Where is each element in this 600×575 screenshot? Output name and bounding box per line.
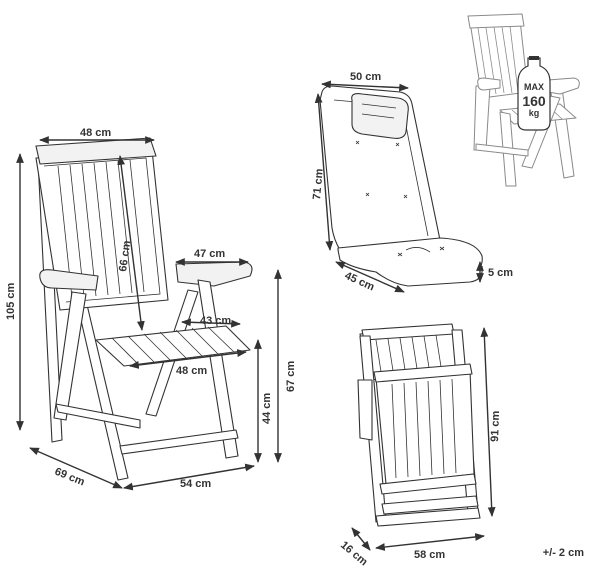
load-badge-unit: kg	[529, 108, 540, 118]
chair-back-height-label: 66 cm	[117, 240, 133, 273]
cushion-drawing	[319, 85, 483, 287]
chair-back-width-label: 48 cm	[80, 127, 111, 139]
chair-total-height-label: 105 cm	[5, 282, 17, 320]
cushion-width-label: 50 cm	[350, 71, 381, 83]
tolerance-note: +/- 2 cm	[542, 547, 584, 559]
folded-chair-dimensions: 91 cm 16 cm 58 cm	[338, 327, 502, 568]
load-badge: MAX 160 kg	[517, 56, 551, 131]
folded-height-label: 91 cm	[489, 410, 502, 442]
load-badge-max: MAX	[524, 82, 544, 92]
load-capacity-chair-drawing	[467, 13, 580, 187]
chair-armrest-height-label: 67 cm	[285, 361, 297, 392]
reclined-chair-drawing	[35, 137, 253, 481]
chair-seat-height-label: 44 cm	[261, 393, 273, 424]
chair-seat-width-label: 48 cm	[176, 365, 207, 377]
folded-chair-drawing	[357, 323, 481, 527]
chair-seat-depth-label: 43 cm	[200, 315, 231, 327]
load-badge-value: 160	[522, 93, 546, 109]
chair-width-label: 54 cm	[180, 478, 211, 490]
cushion-seat-width-label: 45 cm	[343, 270, 377, 294]
chair-armrest-length-label: 47 cm	[194, 248, 225, 260]
cushion-thickness-label: 5 cm	[488, 267, 513, 279]
cushion-dimensions: 50 cm 71 cm 45 cm 5 cm	[311, 71, 513, 294]
cushion-length-label: 71 cm	[311, 168, 326, 200]
folded-width-label: 58 cm	[414, 549, 445, 561]
chair-depth-label: 69 cm	[53, 466, 87, 489]
